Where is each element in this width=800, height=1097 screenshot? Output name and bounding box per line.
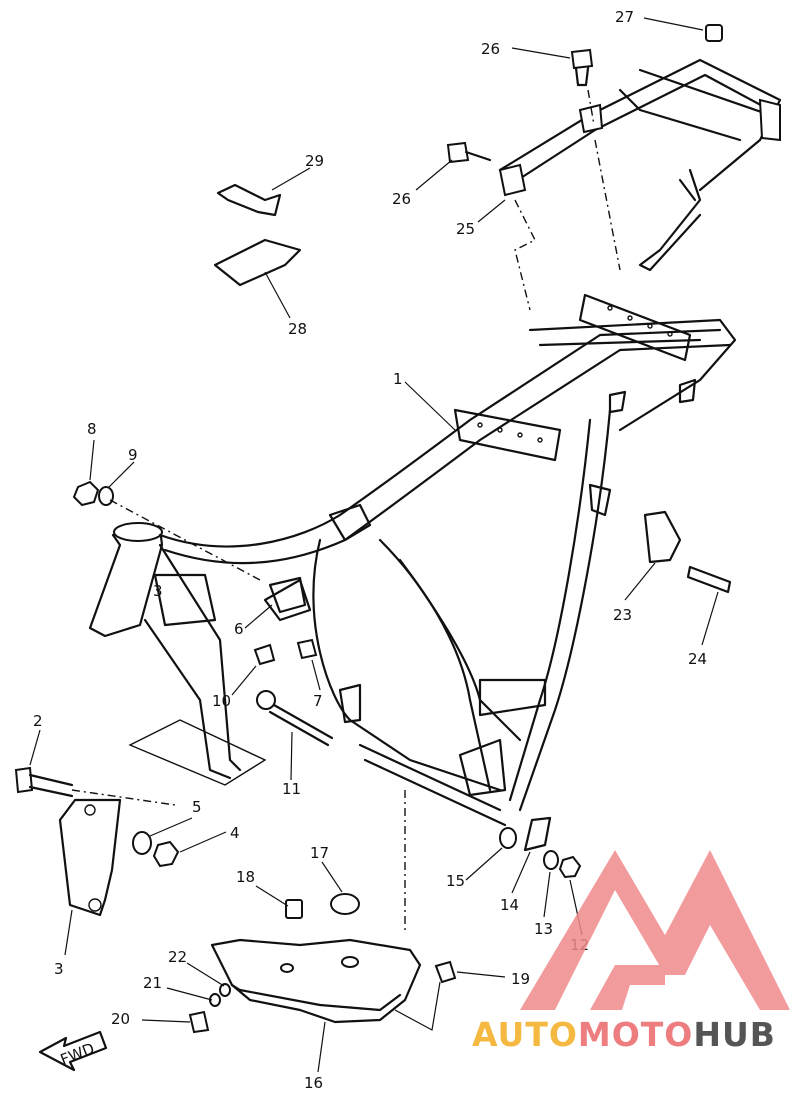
watermark-logo <box>520 850 790 1010</box>
callout-8: 8 <box>87 420 97 438</box>
callout-13: 13 <box>534 920 553 938</box>
callout-16: 16 <box>304 1074 323 1092</box>
callout-26-lower: 26 <box>392 190 411 208</box>
axis-line-8-9 <box>109 499 261 581</box>
watermark-moto: MOTO <box>578 1015 693 1054</box>
callout-6: 6 <box>234 620 244 638</box>
bolt-26-upper <box>570 48 594 87</box>
watermark-text: AUTOMOTOHUB <box>472 1015 776 1054</box>
callout-10: 10 <box>212 692 231 710</box>
cap-27 <box>705 24 723 42</box>
callout-28: 28 <box>288 320 307 338</box>
leader-lines <box>29 17 719 1073</box>
bolt-19 <box>434 960 457 984</box>
callout-7: 7 <box>313 692 323 710</box>
bracket-23 <box>643 510 682 564</box>
bolt-24 <box>686 565 732 594</box>
main-frame <box>88 293 737 827</box>
watermark-auto: AUTO <box>472 1015 578 1054</box>
callout-23: 23 <box>613 606 632 624</box>
bolt-20 <box>188 1010 210 1034</box>
bracket-14 <box>523 816 552 852</box>
washer-9 <box>98 486 114 506</box>
bracket-6 <box>263 578 312 622</box>
callout-11: 11 <box>282 780 301 798</box>
callout-26-upper: 26 <box>481 40 500 58</box>
callout-20: 20 <box>111 1010 130 1028</box>
callout-21: 21 <box>143 974 162 992</box>
callout-3-upper: 3 <box>153 582 163 600</box>
callout-4: 4 <box>230 824 240 842</box>
forward-arrow: FWD <box>38 1030 108 1072</box>
callout-labels: 27 26 26 25 29 28 1 8 9 3 6 10 7 11 2 5 … <box>33 8 707 1092</box>
callout-24: 24 <box>688 650 707 668</box>
watermark-hub: HUB <box>693 1015 776 1054</box>
callout-18: 18 <box>236 868 255 886</box>
bracket-29 <box>216 183 282 217</box>
bolt-18 <box>285 899 303 919</box>
callout-19: 19 <box>511 970 530 988</box>
callout-27: 27 <box>615 8 634 26</box>
callout-1: 1 <box>393 370 403 388</box>
callout-14: 14 <box>500 896 519 914</box>
bolt-7 <box>296 638 318 660</box>
bolt-11 <box>256 690 334 747</box>
callout-15: 15 <box>446 872 465 890</box>
callout-22: 22 <box>168 948 187 966</box>
engine-bracket-3 <box>58 798 122 917</box>
plug-17 <box>330 893 360 915</box>
watermark-logo-icon <box>520 850 790 1010</box>
bolt-2 <box>14 766 74 798</box>
axis-line-2 <box>71 789 176 806</box>
callout-17: 17 <box>310 844 329 862</box>
washer-5 <box>132 831 152 855</box>
nut-8 <box>72 480 100 507</box>
nut-12 <box>558 855 582 879</box>
callout-3: 3 <box>54 960 64 978</box>
rear-subframe <box>498 58 782 311</box>
washer-13 <box>543 850 559 870</box>
collar-15 <box>499 827 517 849</box>
bolt-10 <box>253 643 276 666</box>
nut-4 <box>152 840 180 868</box>
callout-29: 29 <box>305 152 324 170</box>
skid-plate-16 <box>210 938 422 1024</box>
mount-plate-outline <box>128 719 267 786</box>
callout-5: 5 <box>192 798 202 816</box>
callout-2: 2 <box>33 712 43 730</box>
bolt-26-lower <box>446 141 492 164</box>
callout-25: 25 <box>456 220 475 238</box>
washer-22 <box>219 983 231 997</box>
plate-28 <box>213 238 302 287</box>
callout-9: 9 <box>128 446 138 464</box>
